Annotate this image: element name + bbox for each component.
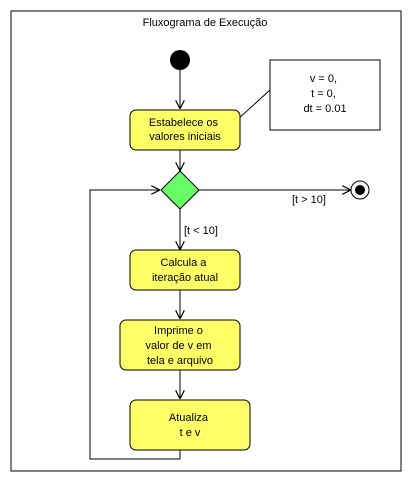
action-label: Calcula a iteração atual: [152, 257, 218, 284]
action-calculate-iteration: Calcula a iteração atual: [129, 249, 241, 291]
edge-loop-back: [89, 190, 181, 460]
final-node: [350, 180, 370, 200]
note-line: dt = 0.01: [303, 103, 346, 115]
edges: [89, 70, 350, 460]
label-line: Atualiza: [169, 412, 209, 424]
action-label: Estabelece os valores iniciais: [149, 117, 221, 143]
guard-loop: [t < 10]: [184, 225, 218, 237]
note-text: v = 0, t = 0, dt = 0.01: [303, 73, 346, 115]
note-box: [269, 59, 381, 131]
diagram-title: Fluxograma de Execução: [143, 17, 268, 29]
action-label: Imprime o valor de v em tela e arquivo: [145, 325, 214, 367]
note-line: v = 0,: [310, 73, 337, 85]
action-print-value: Imprime o valor de v em tela e arquivo: [119, 319, 241, 371]
label-line: t e v: [180, 427, 201, 439]
initial-node: [170, 50, 190, 70]
final-node-dot: [355, 185, 365, 195]
label-line: Imprime o: [154, 325, 203, 337]
label-line: Estabelece os: [149, 117, 219, 129]
action-box: [129, 109, 241, 151]
diagram-frame: [10, 10, 402, 472]
note-line: t = 0,: [311, 88, 336, 100]
note-initial-values: v = 0, t = 0, dt = 0.01: [269, 59, 381, 131]
decision-diamond: [160, 170, 200, 210]
guard-exit: [t > 10]: [292, 194, 326, 206]
label-line: valores iniciais: [149, 131, 221, 143]
label-line: tela e arquivo: [147, 355, 213, 367]
action-box: [129, 249, 241, 291]
label-line: valor de v em: [145, 340, 211, 352]
action-set-initial-values: Estabelece os valores iniciais: [129, 109, 241, 151]
action-box: [129, 399, 251, 451]
label-line: iteração atual: [152, 272, 218, 284]
label-line: Calcula a: [161, 257, 208, 269]
action-update-t-v: Atualiza t e v: [129, 399, 251, 451]
action-label: Atualiza t e v: [169, 412, 211, 439]
action-box: [119, 319, 241, 371]
